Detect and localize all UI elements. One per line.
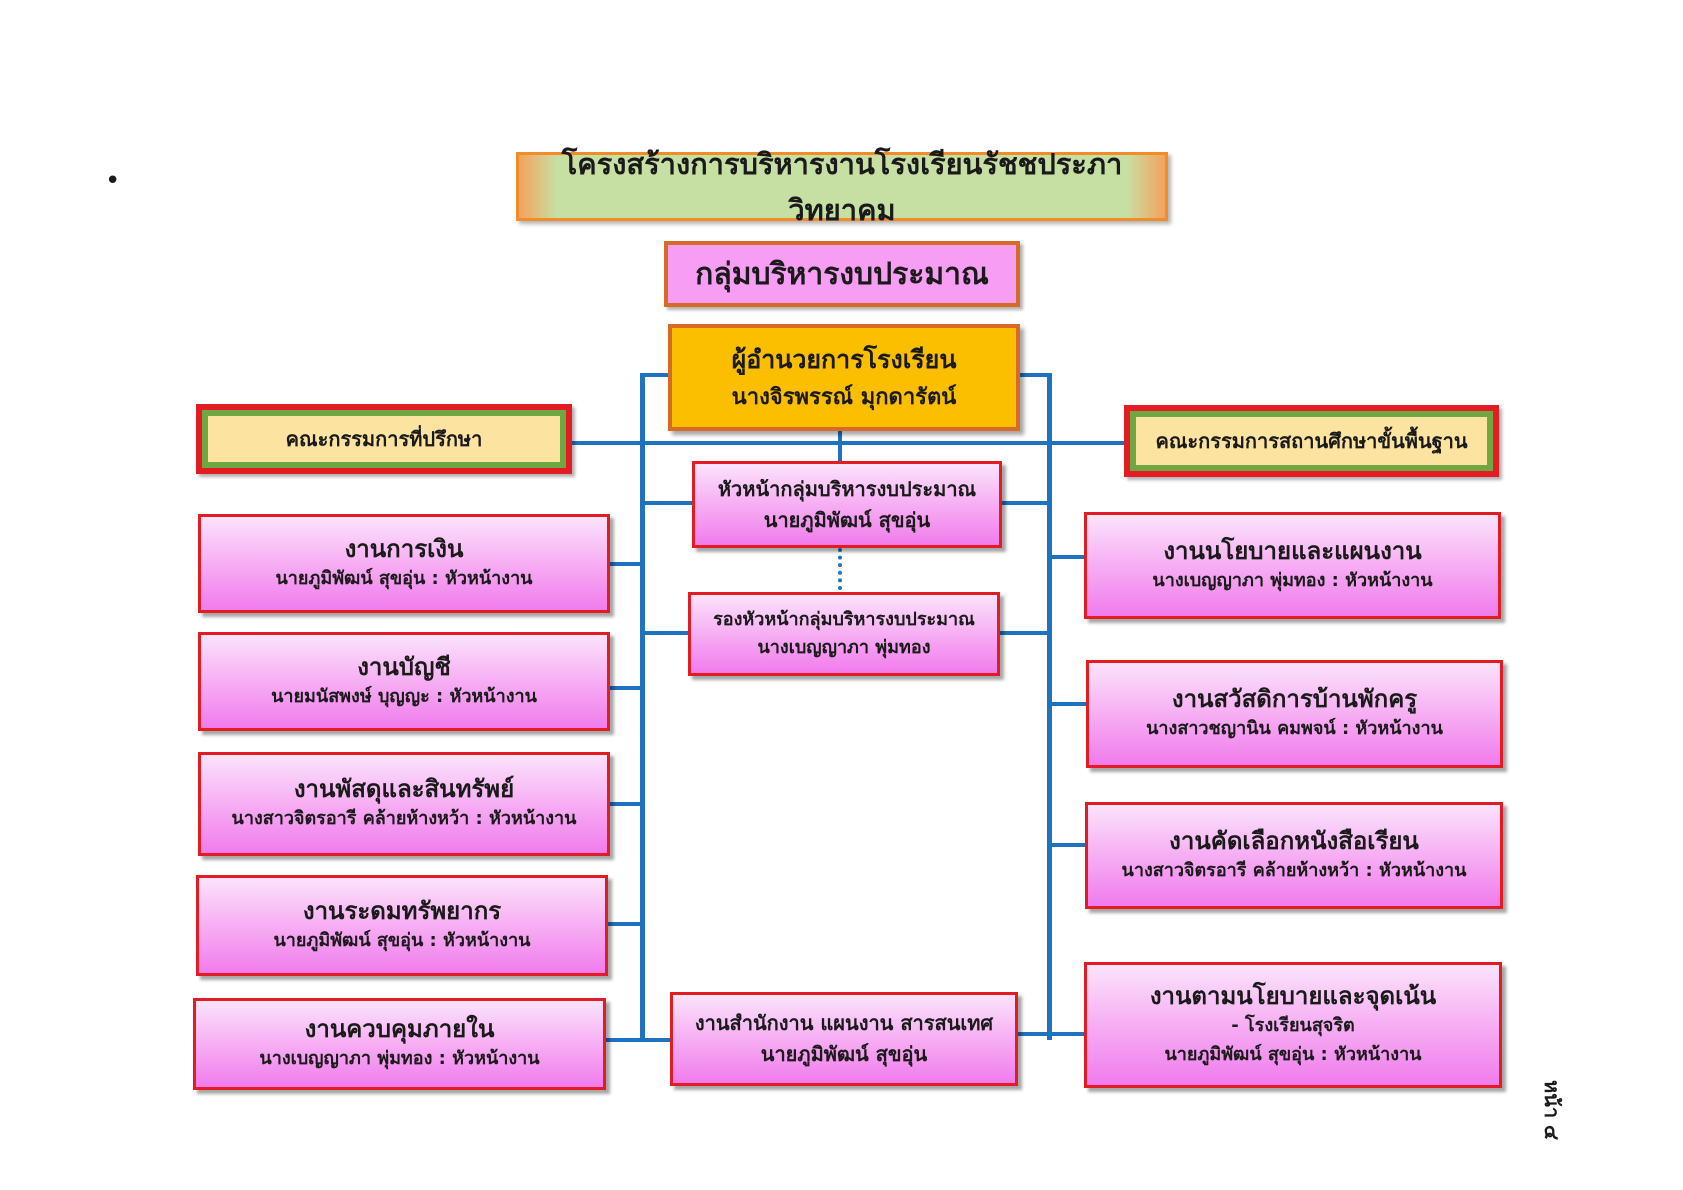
unit-title: งานควบคุมภายใน — [304, 1015, 495, 1043]
right-spine — [1047, 373, 1052, 1040]
school-board-label: คณะกรรมการสถานศึกษาขั้นพื้นฐาน — [1155, 429, 1468, 453]
branch-left-5 — [606, 1038, 642, 1042]
page-number: หน้า ๔ — [1538, 1080, 1568, 1160]
branch-left-3 — [610, 802, 642, 806]
right-unit-textbook-selection: งานคัดเลือกหนังสือเรียน นางสาวจิตรอารี ค… — [1085, 802, 1503, 909]
branch-center-deputy-r — [1000, 631, 1052, 635]
committee-line — [572, 441, 1125, 445]
group-head-name: นายภูมิพัฒน์ สุขอุ่น — [763, 507, 931, 532]
group-head-box: หัวหน้ากลุ่มบริหารงบประมาณ นายภูมิพัฒน์ … — [692, 461, 1002, 548]
unit-title: งานสวัสดิการบ้านพักครู — [1171, 685, 1418, 713]
school-board-box: คณะกรรมการสถานศึกษาขั้นพื้นฐาน — [1124, 405, 1499, 477]
branch-right-2 — [1047, 702, 1086, 706]
unit-title: งานการเงิน — [344, 534, 464, 563]
director-link-right — [1020, 373, 1052, 377]
branch-left-2 — [610, 686, 642, 690]
unit-title: งานนโยบายและแผนงาน — [1163, 536, 1422, 565]
branch-left-4 — [608, 922, 642, 926]
branch-center-office-l — [640, 1038, 670, 1042]
director-stem — [838, 431, 842, 461]
branch-left-1 — [610, 562, 642, 566]
left-unit-finance: งานการเงิน นายภูมิพัฒน์ สุขอุ่น : หัวหน้… — [198, 514, 610, 613]
director-box: ผู้อำนวยการโรงเรียน นางจิรพรรณ์ มุกดารัต… — [668, 324, 1020, 431]
group-name-text: กลุ่มบริหารงบประมาณ — [695, 256, 989, 292]
branch-right-1 — [1047, 555, 1084, 559]
advisory-committee-box: คณะกรรมการที่ปรึกษา — [196, 404, 572, 474]
office-unit-box: งานสำนักงาน แผนงาน สารสนเทศ นายภูมิพัฒน์… — [670, 992, 1018, 1086]
unit-person: นายภูมิพัฒน์ สุขอุ่น : หัวหน้างาน — [273, 929, 531, 951]
page-title: โครงสร้างการบริหารงานโรงเรียนรัชชประภาวิ… — [516, 147, 1168, 227]
deputy-head-role: รองหัวหน้ากลุ่มบริหารงบประมาณ — [713, 609, 975, 631]
page-number-text: หน้า ๔ — [1540, 1080, 1564, 1141]
page-title-text: โครงสร้างการบริหารงานโรงเรียนรัชชประภาวิ… — [561, 146, 1123, 227]
group-head-role: หัวหน้ากลุ่มบริหารงบประมาณ — [717, 476, 977, 501]
unit-person: นางสาวชญานิน คมพจน์ : หัวหน้างาน — [1146, 718, 1443, 740]
left-unit-internal-control: งานควบคุมภายใน นางเบญญาภา พุ่มทอง : หัวห… — [193, 998, 606, 1090]
right-unit-policy-plan: งานนโยบายและแผนงาน นางเบญญาภา พุ่มทอง : … — [1084, 512, 1501, 619]
director-role: ผู้อำนวยการโรงเรียน — [731, 344, 957, 374]
left-spine — [640, 373, 645, 1040]
unit-person: นายมนัสพงษ์ บุญญะ : หัวหน้างาน — [271, 685, 537, 707]
unit-person: นายภูมิพัฒน์ สุขอุ่น : หัวหน้างาน — [1164, 1043, 1422, 1065]
office-unit-person: นายภูมิพัฒน์ สุขอุ่น — [760, 1042, 928, 1066]
branch-center-head-l — [640, 501, 692, 505]
branch-center-head-r — [1002, 501, 1052, 505]
branch-right-3 — [1047, 843, 1085, 847]
branch-right-4 — [1047, 1032, 1084, 1036]
group-name-box: กลุ่มบริหารงบประมาณ — [664, 241, 1020, 307]
head-deputy-dotted-link — [838, 548, 842, 590]
right-unit-teacher-housing: งานสวัสดิการบ้านพักครู นางสาวชญานิน คมพจ… — [1086, 660, 1503, 768]
deputy-head-box: รองหัวหน้ากลุ่มบริหารงบประมาณ นางเบญญาภา… — [688, 592, 1000, 676]
unit-person: นางสาวจิตรอารี คล้ายห้างหว้า : หัวหน้างา… — [1121, 859, 1467, 881]
office-unit-title: งานสำนักงาน แผนงาน สารสนเทศ — [694, 1011, 994, 1035]
unit-title: งานคัดเลือกหนังสือเรียน — [1169, 826, 1419, 855]
advisory-committee-label: คณะกรรมการที่ปรึกษา — [285, 427, 483, 451]
unit-person: นางสาวจิตรอารี คล้ายห้างหว้า : หัวหน้างา… — [231, 808, 577, 830]
right-unit-policy-focus: งานตามนโยบายและจุดเน้น - โรงเรียนสุจริต … — [1084, 962, 1502, 1088]
director-link-left — [640, 373, 670, 377]
left-unit-accounting: งานบัญชี นายมนัสพงษ์ บุญญะ : หัวหน้างาน — [198, 632, 610, 731]
branch-center-deputy-l — [640, 631, 688, 635]
unit-subitem: - โรงเรียนสุจริต — [1231, 1014, 1355, 1036]
branch-center-office-r — [1018, 1032, 1052, 1036]
unit-title: งานบัญชี — [357, 652, 451, 681]
director-name: นางจิรพรรณ์ มุกดารัตน์ — [731, 384, 957, 410]
unit-title: งานพัสดุและสินทรัพย์ — [293, 775, 515, 803]
left-unit-supplies: งานพัสดุและสินทรัพย์ นางสาวจิตรอารี คล้า… — [198, 752, 610, 856]
unit-person: นายภูมิพัฒน์ สุขอุ่น : หัวหน้างาน — [275, 567, 533, 589]
unit-person: นางเบญญาภา พุ่มทอง : หัวหน้างาน — [1152, 569, 1433, 591]
bullet-mark: • — [105, 166, 121, 196]
unit-person: นางเบญญาภา พุ่มทอง : หัวหน้างาน — [259, 1048, 540, 1070]
unit-title: งานระดมทรัพยากร — [302, 896, 502, 925]
left-unit-resources: งานระดมทรัพยากร นายภูมิพัฒน์ สุขอุ่น : ห… — [196, 875, 608, 976]
unit-title: งานตามนโยบายและจุดเน้น — [1149, 981, 1437, 1010]
deputy-head-name: นางเบญญาภา พุ่มทอง — [757, 637, 931, 658]
